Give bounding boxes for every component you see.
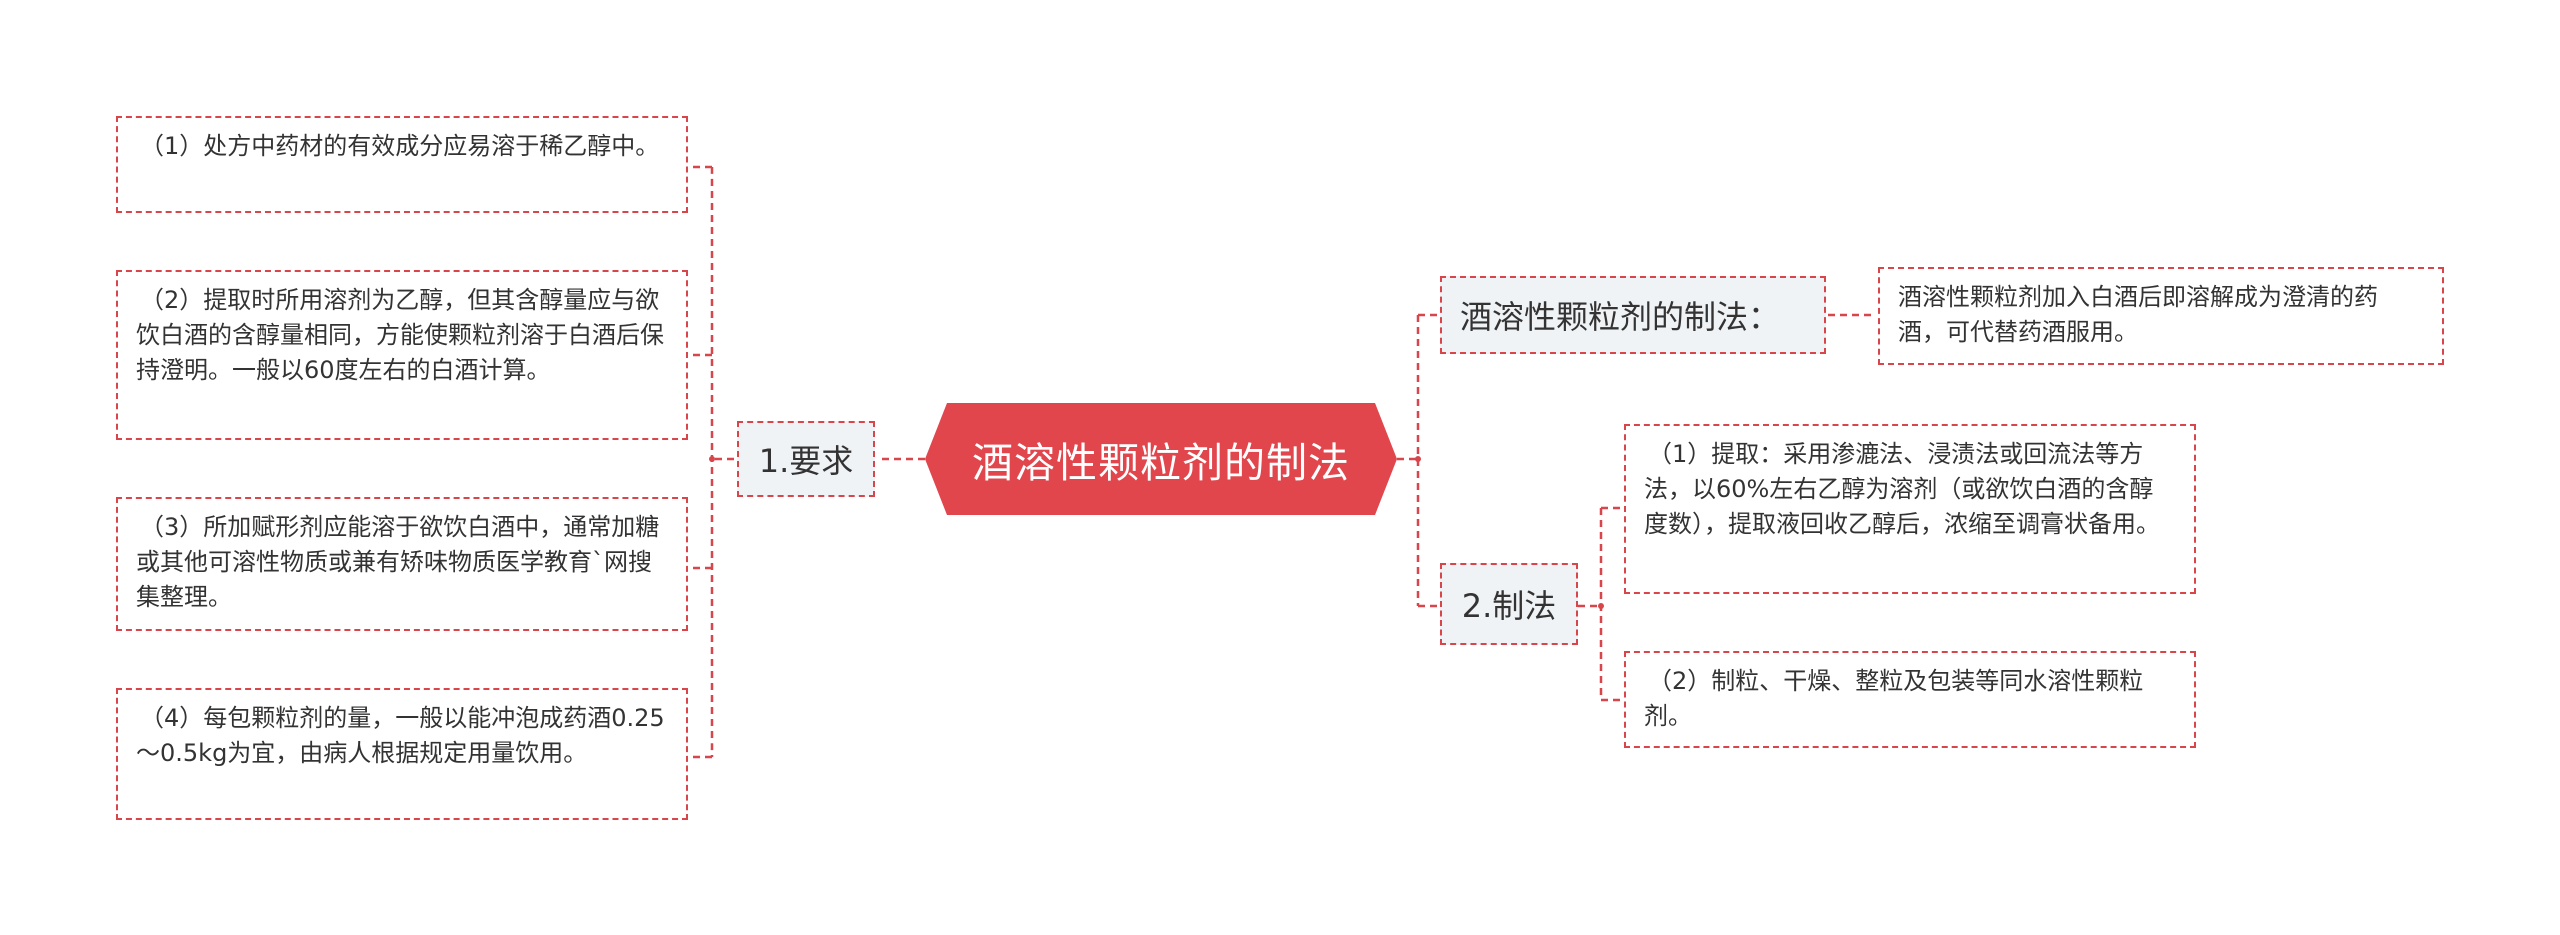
requirement-item-2-text: （2）提取时所用溶剂为乙醇，但其含醇量应与欲饮白酒的含醇量相同，方能使颗粒剂溶于… (136, 286, 664, 384)
requirement-item-1[interactable]: （1）处方中药材的有效成分应易溶于稀乙醇中。 (116, 116, 688, 213)
requirement-item-3-text: （3）所加赋形剂应能溶于欲饮白酒中，通常加糖或其他可溶性物质或兼有矫味物质医学教… (136, 513, 660, 611)
process-item-2-text: （2）制粒、干燥、整粒及包装等同水溶性颗粒剂。 (1644, 667, 2144, 730)
requirement-item-3[interactable]: （3）所加赋形剂应能溶于欲饮白酒中，通常加糖或其他可溶性物质或兼有矫味物质医学教… (116, 497, 688, 631)
method-intro-item-text: 酒溶性颗粒剂加入白酒后即溶解成为澄清的药酒，可代替药酒服用。 (1898, 283, 2378, 346)
process-item-2[interactable]: （2）制粒、干燥、整粒及包装等同水溶性颗粒剂。 (1624, 651, 2196, 748)
branch-requirements[interactable]: 1.要求 (737, 421, 875, 497)
requirement-item-4[interactable]: （4）每包颗粒剂的量，一般以能冲泡成药酒0.25～0.5kg为宜，由病人根据规定… (116, 688, 688, 820)
branch-process-label: 2.制法 (1461, 587, 1557, 625)
branch-requirements-label: 1.要求 (758, 442, 854, 480)
branch-process[interactable]: 2.制法 (1440, 563, 1578, 645)
method-intro-item[interactable]: 酒溶性颗粒剂加入白酒后即溶解成为澄清的药酒，可代替药酒服用。 (1878, 267, 2444, 365)
root-topic[interactable]: 酒溶性颗粒剂的制法 (925, 403, 1397, 515)
branch-method-intro[interactable]: 酒溶性颗粒剂的制法： (1440, 276, 1826, 354)
process-item-1-text: （1）提取：采用渗漉法、浸渍法或回流法等方法，以60%左右乙醇为溶剂（或欲饮白酒… (1644, 440, 2160, 538)
requirement-item-1-text: （1）处方中药材的有效成分应易溶于稀乙醇中。 (140, 132, 660, 160)
requirement-item-2[interactable]: （2）提取时所用溶剂为乙醇，但其含醇量应与欲饮白酒的含醇量相同，方能使颗粒剂溶于… (116, 270, 688, 440)
root-hexagon-shape (925, 403, 1397, 515)
root-label: 酒溶性颗粒剂的制法 (972, 439, 1350, 487)
branch-method-intro-label: 酒溶性颗粒剂的制法： (1460, 298, 1781, 336)
requirement-item-4-text: （4）每包颗粒剂的量，一般以能冲泡成药酒0.25～0.5kg为宜，由病人根据规定… (136, 704, 665, 767)
process-item-1[interactable]: （1）提取：采用渗漉法、浸渍法或回流法等方法，以60%左右乙醇为溶剂（或欲饮白酒… (1624, 424, 2196, 594)
